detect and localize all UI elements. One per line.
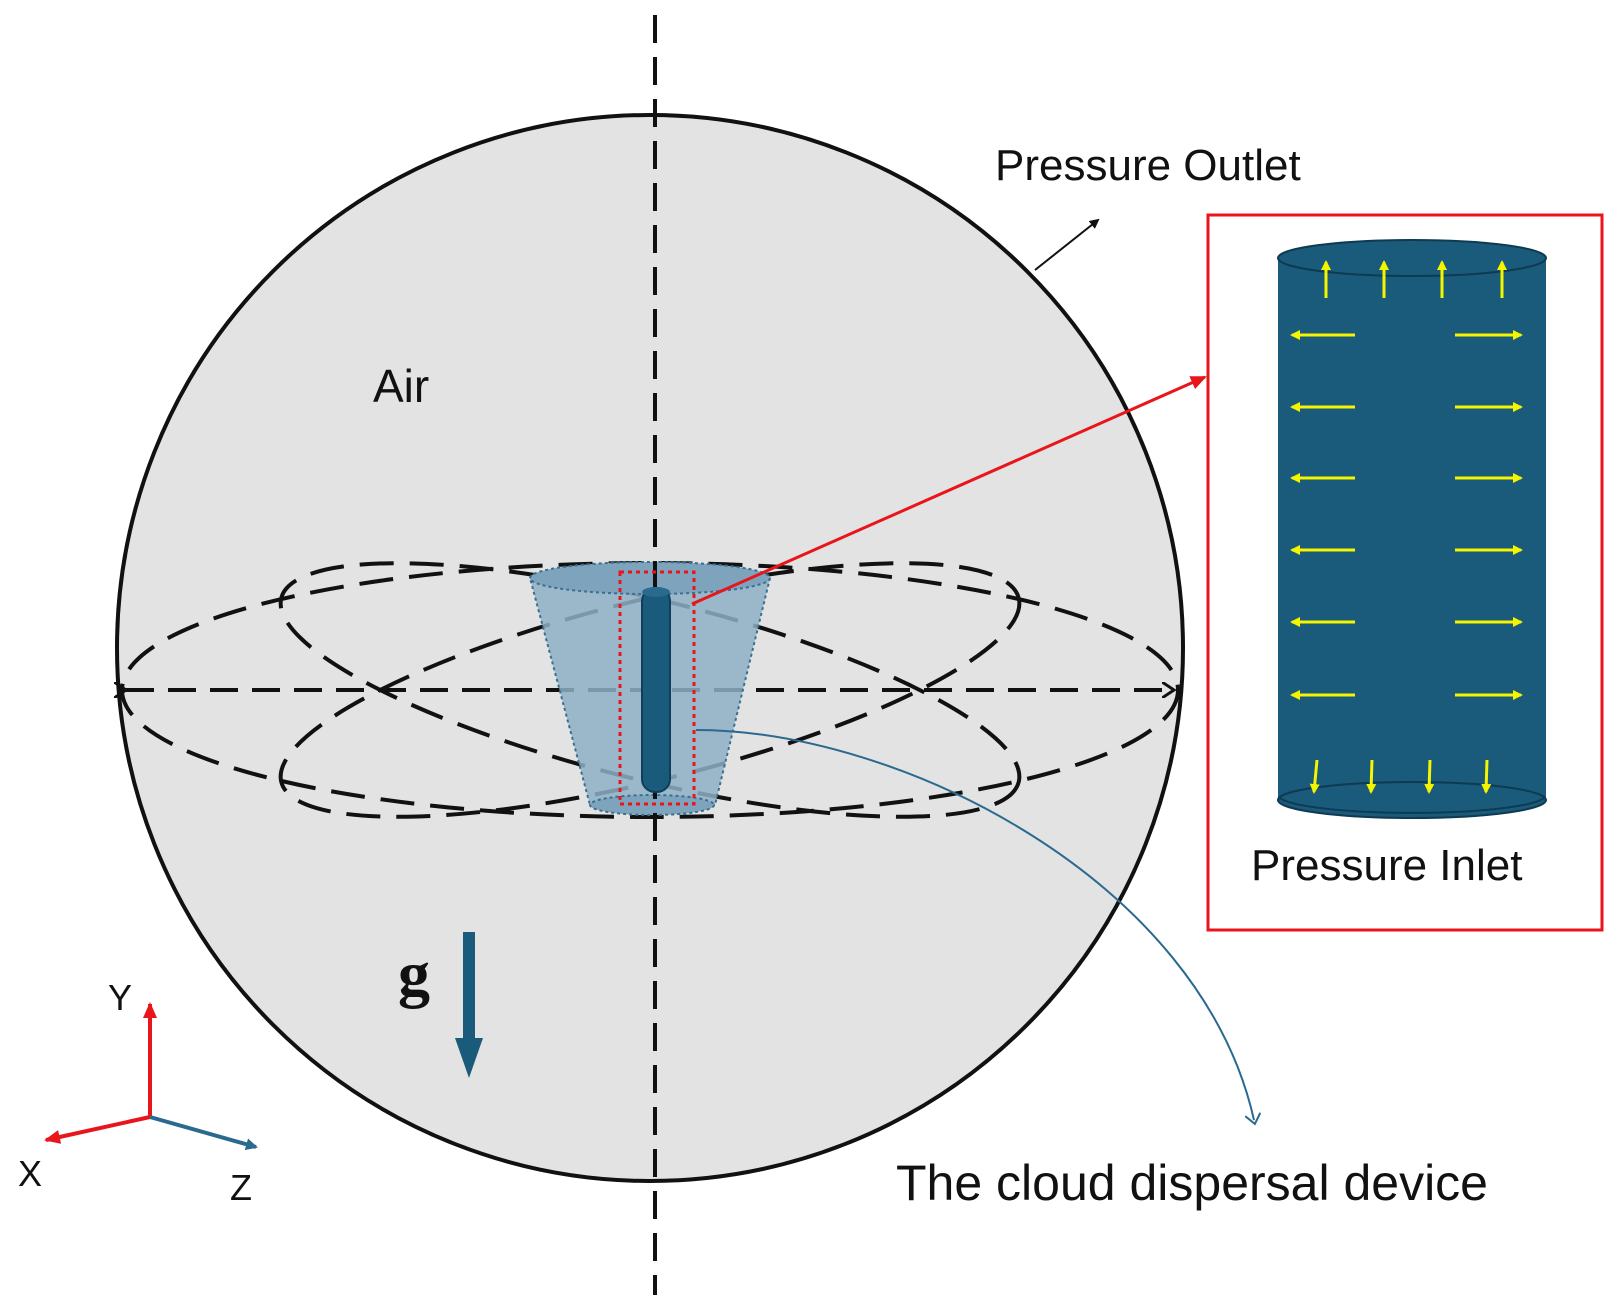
air-label: Air — [373, 360, 429, 412]
z-axis-label: Z — [230, 1167, 252, 1208]
device-rod — [641, 587, 671, 793]
coordinate-axes: Y X Z — [18, 977, 258, 1208]
yellow-arrow-icon — [1424, 759, 1435, 794]
yellow-arrow-icon — [1366, 759, 1377, 794]
flow-arrows — [1290, 260, 1523, 794]
device-label: The cloud dispersal device — [896, 1155, 1488, 1211]
yellow-arrow-icon — [1481, 759, 1492, 794]
pressure-outlet-label: Pressure Outlet — [995, 141, 1301, 190]
gravity-label: g — [398, 938, 430, 1009]
pressure-inlet-label: Pressure Inlet — [1251, 841, 1522, 890]
highlight-box — [618, 570, 696, 806]
device-leader-curve — [695, 729, 1254, 1120]
x-axis-arrow — [44, 1115, 151, 1144]
yellow-arrow-icon — [1309, 759, 1320, 794]
zoom-arrow — [691, 375, 1207, 606]
x-axis-label: X — [18, 1153, 42, 1194]
gravity-arrow-icon — [455, 932, 483, 1078]
inlet-cylinder — [1277, 239, 1547, 819]
inset-panel: Pressure Inlet — [1206, 213, 1604, 932]
y-axis-label: Y — [108, 977, 132, 1018]
outlet-pointer-arrow — [1034, 218, 1100, 271]
z-axis-arrow — [149, 1115, 258, 1151]
